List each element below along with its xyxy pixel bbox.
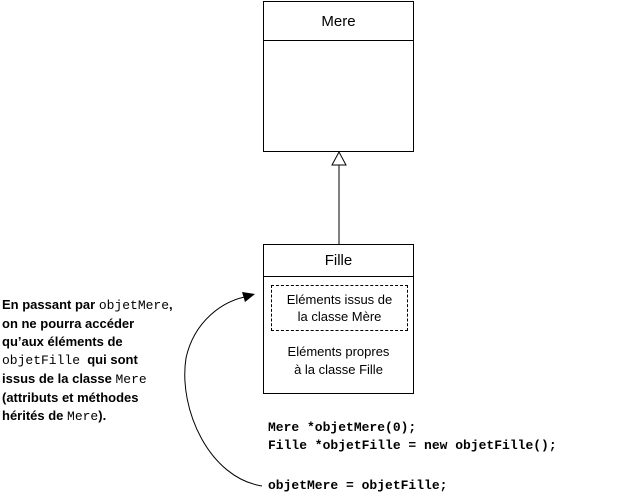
inheritance-arrowhead (331, 150, 347, 166)
code-line-1: Mere *objetMere(0); (268, 420, 417, 435)
note-line-6: (attributs et méthodes (2, 390, 139, 405)
own-members-text: Eléments propres à la classe Fille (264, 343, 413, 379)
class-name-fille: Fille (264, 245, 413, 277)
inherited-members-box: Eléments issus de la classe Mère (271, 285, 408, 331)
note-line-4: objetFille qui sont (2, 352, 138, 368)
assignment-pointer-arrowhead (242, 292, 255, 302)
class-name-mere: Mere (264, 2, 413, 41)
own-members-line2: à la classe Fille (294, 362, 383, 377)
note-line-1: En passant par objetMere, (2, 297, 173, 313)
class-name-fille-label: Fille (324, 252, 353, 269)
inherited-members-line2: la classe Mère (297, 309, 382, 324)
note-line-5: issus de la classe Mere (2, 371, 147, 387)
code-line-3: objetMere = objetFille; (268, 478, 448, 493)
assignment-pointer-curve (184, 295, 263, 487)
class-box-fille: Fille Eléments issus de la classe Mère E… (263, 244, 414, 394)
inherited-members-line1: Eléments issus de (286, 292, 393, 307)
own-members-line1: Eléments propres (287, 344, 390, 359)
note-line-7: hérités de Mere). (2, 408, 107, 424)
note-line-3: qu’aux éléments de (2, 334, 123, 349)
note-line-2: on ne pourra accéder (2, 316, 135, 331)
code-line-2: Fille *objetFille = new objetFille(); (268, 438, 557, 453)
class-name-mere-label: Mere (321, 12, 356, 30)
class-box-mere: Mere (263, 1, 414, 152)
explanation-note: En passant par objetMere, on ne pourra a… (2, 296, 232, 426)
